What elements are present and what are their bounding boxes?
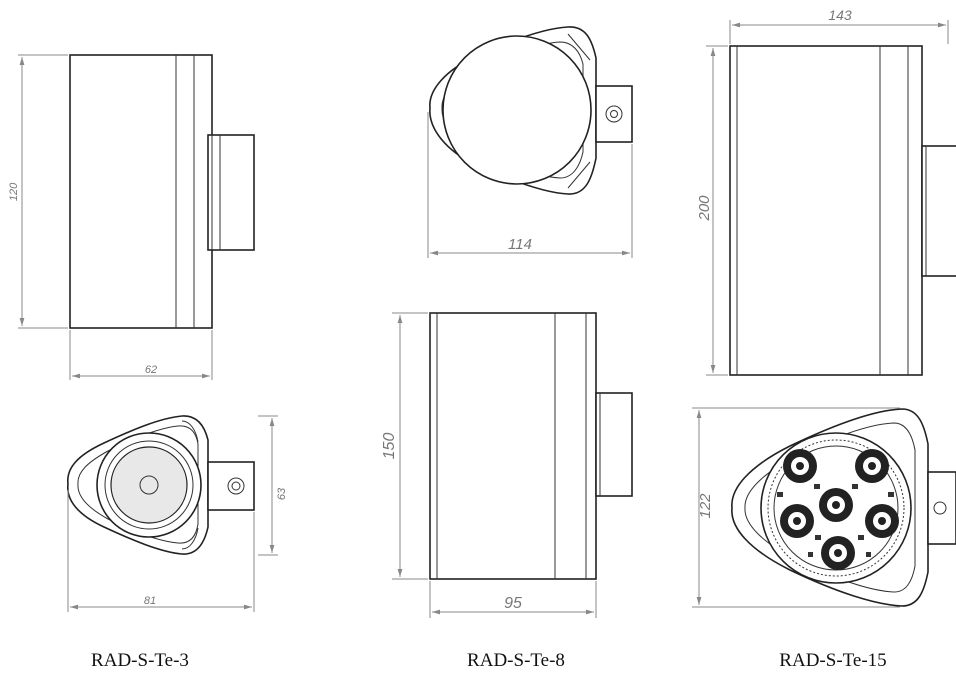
te15-side-view (729, 45, 956, 376)
te15-width-dimension: 143 (729, 7, 949, 44)
te3-side-view (69, 54, 255, 329)
te15-led-array (777, 449, 899, 570)
te15-width-label: 143 (828, 7, 852, 23)
caption-te8: RAD-S-Te-8 (467, 650, 565, 671)
caption-te3: RAD-S-Te-3 (91, 650, 189, 671)
te3-front-height-dimension: 63 (258, 415, 288, 556)
te3-height-dimension: 120 (8, 54, 68, 329)
te8-height-dimension: 150 (381, 312, 428, 580)
te8-top-width-label: 114 (508, 236, 532, 253)
te15-height-dimension: 200 (696, 45, 728, 376)
caption-te15: RAD-S-Te-15 (779, 650, 887, 671)
te3-front-height-label: 63 (276, 487, 288, 500)
te3-front-view (67, 415, 255, 555)
te3-front-width-label: 81 (144, 595, 156, 607)
te3-height-label: 120 (8, 182, 20, 201)
te8-width-dimension: 95 (429, 581, 597, 618)
te15-height-label: 200 (696, 195, 713, 222)
te8-top-view (429, 26, 633, 195)
te8-height-label: 150 (381, 433, 398, 460)
te15-front-height-label: 122 (697, 493, 714, 519)
te3-front-width-dimension: 81 (67, 490, 255, 612)
te15-front-view (731, 408, 956, 607)
te8-side-view (429, 312, 633, 580)
te3-width-dimension: 62 (69, 330, 213, 380)
te8-width-label: 95 (504, 595, 522, 612)
te8-top-width-dimension: 114 (427, 112, 633, 258)
te3-width-label: 62 (145, 364, 157, 376)
te15-front-height-dimension: 122 (692, 407, 900, 608)
